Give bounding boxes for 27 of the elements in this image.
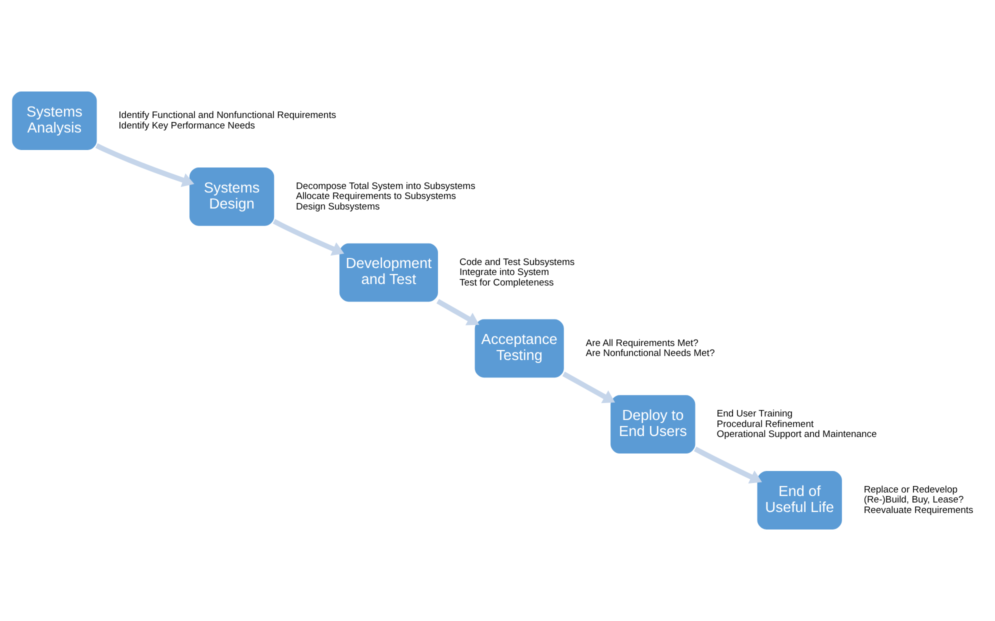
node-label: Code and Test Subsystems bbox=[459, 256, 574, 268]
arrow bbox=[436, 299, 479, 326]
node-label: Decompose Total System into Subsystems bbox=[296, 180, 475, 192]
node-label: Identify Key Performance Needs bbox=[118, 120, 254, 132]
node-label: Allocate Requirements to Subsystems bbox=[296, 191, 456, 202]
node-box: End of Useful Life bbox=[756, 471, 842, 530]
node-box: Acceptance Testing bbox=[474, 319, 564, 378]
node-label: Design Subsystems bbox=[296, 201, 380, 212]
node-label: End User Training bbox=[716, 408, 792, 420]
arrow bbox=[693, 446, 762, 484]
node-label: (Re-)Build, Buy, Lease? bbox=[863, 494, 964, 506]
node-box: Development and Test bbox=[338, 243, 438, 302]
node-box: Deploy to End Users bbox=[610, 395, 695, 454]
node-label: Are All Requirements Met? bbox=[585, 338, 698, 349]
node-label: Procedural Refinement bbox=[716, 418, 814, 430]
node-label: Test for Completeness bbox=[459, 277, 554, 288]
node-label: Reevaluate Requirements bbox=[863, 504, 973, 516]
node-label: Operational Support and Maintenance bbox=[716, 429, 876, 440]
node-label: Identify Functional and Nonfunctional Requirements bbox=[118, 110, 336, 122]
arrow bbox=[272, 219, 344, 256]
node-box: Systems Design bbox=[188, 167, 274, 226]
arrow bbox=[94, 143, 194, 188]
node-label: Integrate into System bbox=[459, 267, 548, 278]
node-label: Are Nonfunctional Needs Met? bbox=[585, 348, 714, 360]
node-box: Systems Analysis bbox=[12, 92, 96, 150]
node-label: Replace or Redevelop bbox=[863, 484, 958, 496]
arrow bbox=[562, 372, 615, 404]
